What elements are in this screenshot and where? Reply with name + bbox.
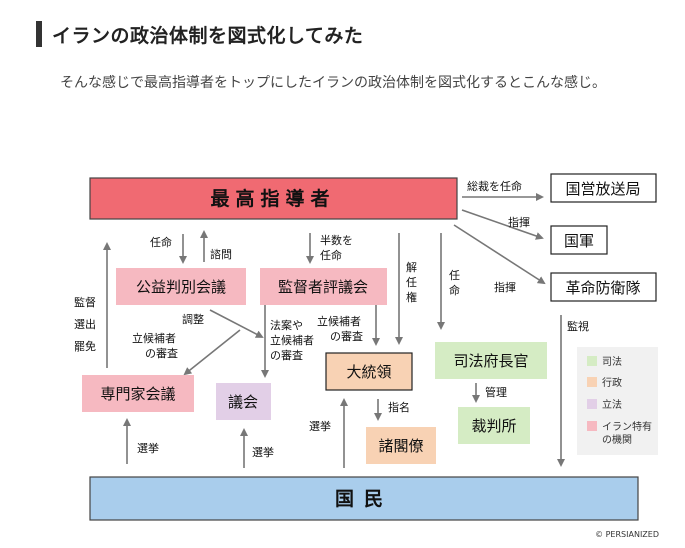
label-law-review-c: の審査 xyxy=(270,348,303,362)
arrow-candidate-review-experts xyxy=(183,329,241,376)
node-judiciary-head: 司法府長官 xyxy=(435,342,547,379)
label-law-review-b: 立候補者 xyxy=(270,333,314,347)
label-coordinate: 調整 xyxy=(182,312,204,326)
label-appoint: 任命 xyxy=(150,235,172,249)
node-courts: 裁判所 xyxy=(458,407,530,444)
label-half-appoint-2: 任命 xyxy=(320,248,342,262)
legend-label-legislative: 立法 xyxy=(602,398,622,411)
guardian-label: 監督者評議会 xyxy=(278,278,368,296)
label-candidate-1b: の審査 xyxy=(145,346,178,360)
legend-swatch-executive xyxy=(587,377,597,387)
legend-label-iran-specific-2: の機関 xyxy=(602,433,632,446)
node-army: 国軍 xyxy=(550,225,608,255)
label-monitor: 監視 xyxy=(567,319,589,333)
legend-swatch-judiciary xyxy=(587,356,597,366)
label-supervise-3: 罷免 xyxy=(74,339,96,353)
army-label: 国軍 xyxy=(564,232,594,250)
label-dismiss-3: 権 xyxy=(406,290,417,304)
node-guardian-council: 監督者評議会 xyxy=(260,268,387,305)
label-appoint-head: 総裁を任命 xyxy=(467,179,522,193)
intro-paragraph: そんな感じで最高指導者をトップにしたイランの政治体制を図式化するとこんな感じ。 xyxy=(60,75,606,91)
label-dismiss-1: 解 xyxy=(406,260,417,274)
legend-swatch-iran-specific xyxy=(587,421,597,431)
node-parliament: 議会 xyxy=(216,383,271,420)
legend: 司法 行政 立法 イラン特有 の機関 xyxy=(577,347,658,455)
label-law-review-a: 法案や xyxy=(270,318,303,332)
label-nominate: 指名 xyxy=(388,400,410,414)
label-appoint-v-1: 任 xyxy=(449,269,460,282)
legend-label-iran-specific-1: イラン特有 xyxy=(602,420,652,433)
cabinet-label: 諸閣僚 xyxy=(378,437,423,455)
node-broadcasting: 国営放送局 xyxy=(550,173,657,203)
broadcasting-label: 国営放送局 xyxy=(565,180,640,198)
label-candidate-2b: の審査 xyxy=(330,329,363,343)
label-half-appoint-1: 半数を xyxy=(320,233,353,247)
legend-swatch-legislative xyxy=(587,399,597,409)
heading-title: イランの政治体制を図式化してみた xyxy=(52,24,364,47)
arrow-coordinate xyxy=(209,309,264,338)
people-label: 国民 xyxy=(335,488,393,510)
node-cabinet: 諸閣僚 xyxy=(366,427,436,464)
node-people: 国民 xyxy=(89,476,639,521)
supreme-leader-label: 最高指導者 xyxy=(210,187,335,210)
parliament-label: 議会 xyxy=(228,393,258,411)
expediency-label: 公益判別会議 xyxy=(136,278,226,296)
node-irgc: 革命防衛隊 xyxy=(550,272,657,302)
label-elect-3: 選挙 xyxy=(309,420,331,433)
label-command-irgc: 指揮 xyxy=(494,280,516,294)
label-appoint-v-2: 命 xyxy=(449,283,460,297)
label-dismiss-2: 任 xyxy=(406,276,417,289)
label-supervise-2: 選出 xyxy=(74,317,96,331)
credit-text: © PERSIANIZED xyxy=(595,530,659,539)
label-supervise-1: 監督 xyxy=(74,295,96,309)
label-elect-2: 選挙 xyxy=(252,446,274,459)
legend-label-judiciary: 司法 xyxy=(602,355,622,368)
arrows xyxy=(103,193,565,468)
courts-label: 裁判所 xyxy=(471,417,516,435)
label-manage: 管理 xyxy=(485,385,507,399)
node-supreme-leader: 最高指導者 xyxy=(89,177,458,220)
label-command-army: 指揮 xyxy=(508,215,530,229)
node-expediency-council: 公益判別会議 xyxy=(116,268,246,305)
legend-label-executive: 行政 xyxy=(602,376,622,389)
edge-labels: 総裁を任命 指揮 指揮 任命 諮問 半数を 任命 解 任 権 任 命 監督 選出… xyxy=(74,179,589,459)
irgc-label: 革命防衛隊 xyxy=(565,279,640,297)
label-candidate-1a: 立候補者 xyxy=(132,331,176,345)
heading-accent-bar xyxy=(36,21,42,47)
arrow-to-irgc xyxy=(453,224,546,285)
judiciary-head-label: 司法府長官 xyxy=(453,352,528,370)
section-heading: イランの政治体制を図式化してみた xyxy=(36,20,656,48)
president-label: 大統領 xyxy=(346,363,391,381)
label-candidate-2a: 立候補者 xyxy=(317,314,361,328)
node-assembly-of-experts: 専門家会議 xyxy=(82,375,194,412)
label-elect-1: 選挙 xyxy=(137,442,159,455)
arrow-to-army xyxy=(461,209,544,240)
experts-label: 専門家会議 xyxy=(100,385,175,403)
label-consult: 諮問 xyxy=(210,247,232,261)
node-president: 大統領 xyxy=(325,352,413,391)
